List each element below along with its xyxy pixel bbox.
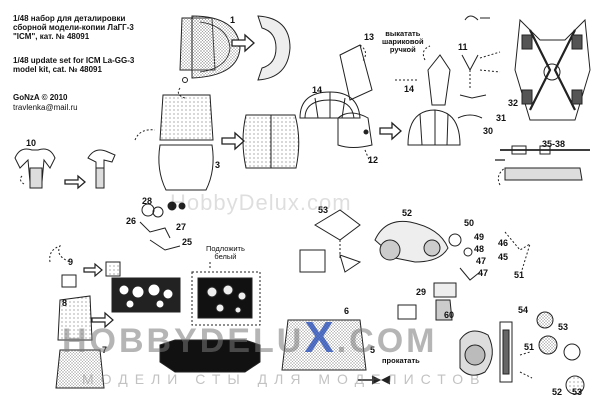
label-8: 8: [62, 298, 68, 308]
email: travlenka@mail.ru: [13, 103, 78, 112]
label-48: 52: [402, 208, 413, 218]
label-41: 45: [498, 252, 509, 262]
header-en-line2: model kit, cat. № 48091: [13, 65, 102, 74]
label-47b: 51: [514, 270, 525, 280]
instrument-panel: [111, 260, 261, 373]
header-english: 1/48 update set for ICM La-GG-3 model ki…: [13, 56, 134, 74]
small-parts-step11: [457, 15, 501, 119]
label-29: 29: [416, 287, 427, 297]
label-14a: 14: [312, 85, 323, 95]
label-44: 47: [476, 256, 487, 266]
header-ru-line1: 1/48 набор для деталировки: [13, 14, 126, 23]
label-30: 31: [496, 113, 507, 123]
steps-41-49: [299, 209, 531, 281]
label-46: 49: [474, 232, 485, 242]
label-45: 48: [474, 244, 485, 254]
label-32: 32: [508, 98, 519, 108]
label-52: 53: [572, 387, 583, 397]
label-5: 5: [370, 345, 376, 355]
label-13: 13: [364, 32, 375, 42]
label-9: 9: [68, 257, 74, 267]
label-27: 27: [176, 222, 187, 232]
label-14b: 14: [404, 84, 415, 94]
steps-29-60-50-54: [358, 282, 585, 395]
steps-7-9: [49, 245, 121, 389]
label-25: 25: [182, 237, 193, 247]
canopy-frames: [299, 44, 461, 163]
header-russian: 1/48 набор для деталировки сборной модел…: [13, 14, 134, 41]
label-28: 28: [142, 196, 153, 206]
small-parts-25-28: [139, 201, 186, 251]
label-50: 52: [552, 387, 563, 397]
label-49: 53: [318, 205, 329, 215]
label-51: 51: [524, 342, 535, 352]
note-place-under-white: Подложить белый: [206, 244, 245, 261]
mesh-panel-step6: [281, 319, 367, 371]
note-roll-ballpen: выкатать шариковой ручкой: [382, 29, 424, 54]
seat-assembly-left: [14, 148, 116, 190]
label-31: 30: [483, 126, 494, 136]
seat-belts: [495, 18, 591, 186]
label-53: 53: [558, 322, 569, 332]
label-60: 60: [444, 310, 455, 320]
label-6: 6: [344, 306, 350, 316]
copyright: GoNzA © 2010: [13, 93, 68, 102]
label-12: 12: [368, 155, 379, 165]
header-ru-line2: сборной модели-копии ЛаГГ-3: [13, 23, 134, 32]
watermark-logo: HOBBYDELUX.COM: [62, 313, 438, 362]
panels-step3: [134, 94, 300, 191]
label-35-38: 35-38: [542, 139, 566, 149]
label-10: 10: [26, 138, 37, 148]
label-26: 26: [126, 216, 137, 226]
label-42: 46: [498, 238, 509, 248]
watermark-center: HobbyDelux.com: [170, 190, 352, 215]
label-54: 54: [518, 305, 529, 315]
label-1: 1: [230, 15, 236, 25]
author-block: GoNzA © 2010 travlenka@mail.ru: [13, 93, 78, 113]
label-3: 3: [215, 160, 221, 170]
label-43: 47: [478, 268, 489, 278]
header-ru-line3: "ICM", кат. № 48091: [13, 32, 90, 41]
header-en-line1: 1/48 update set for ICM La-GG-3: [13, 56, 135, 65]
watermark-tagline: МОДЕЛИ СТЫ ДЛЯ МОДЕЛИСТОВ: [82, 371, 487, 387]
note-roll: прокатать: [382, 356, 420, 365]
label-11: 11: [458, 42, 468, 52]
label-47a: 50: [464, 218, 475, 228]
mesh-panels-step1: [177, 15, 291, 99]
label-7: 7: [102, 345, 108, 355]
